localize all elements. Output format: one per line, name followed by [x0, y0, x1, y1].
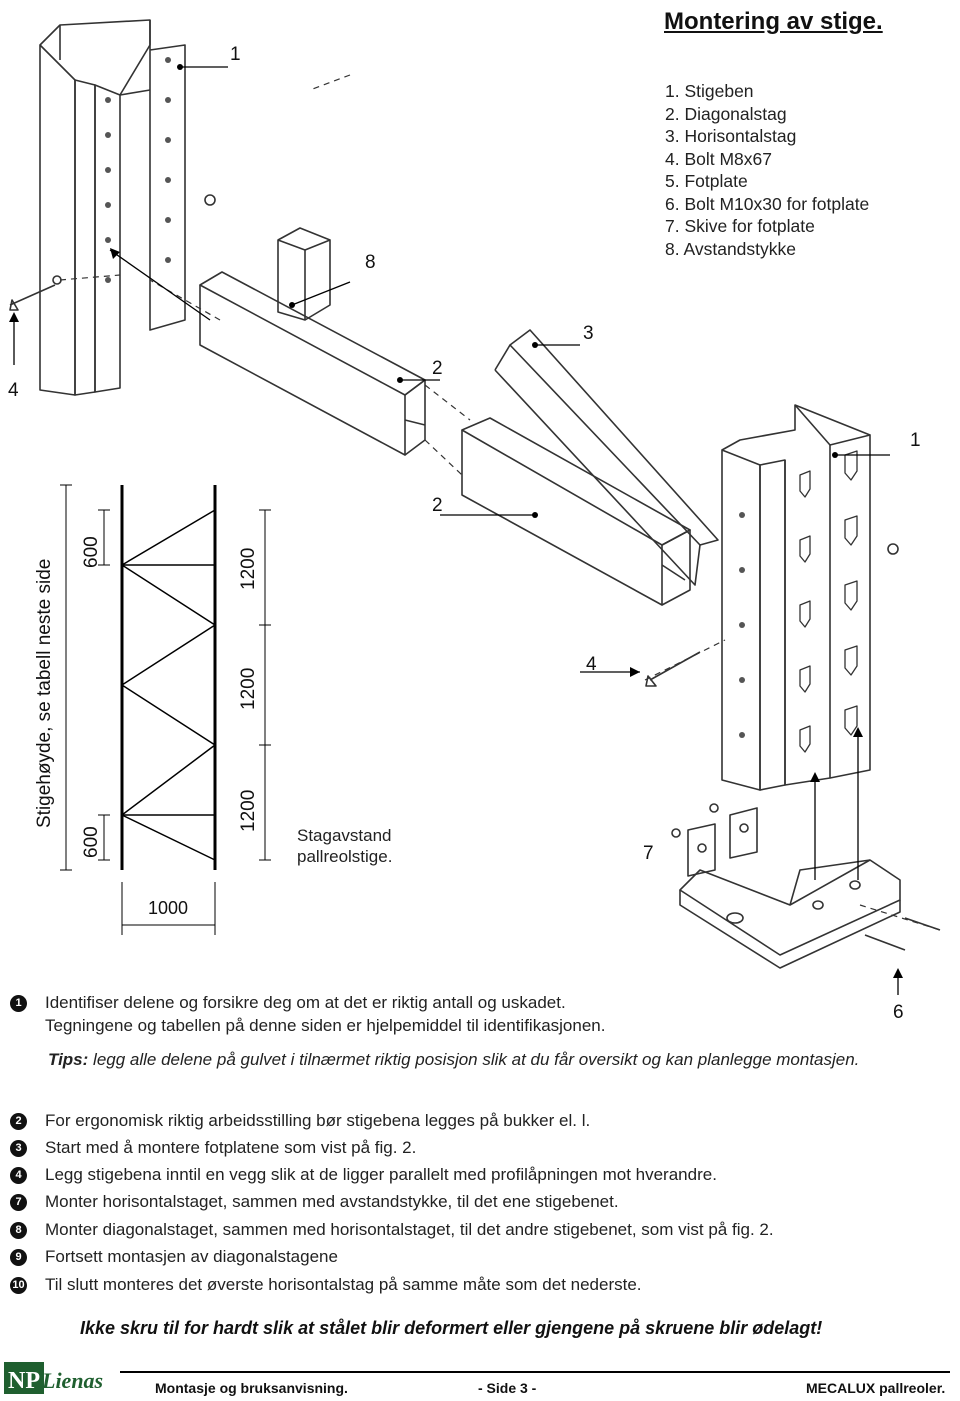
instruction-step: 8 Monter diagonalstaget, sammen med horis…: [10, 1220, 774, 1240]
step-text: Legg stigebena inntil en vegg slik at de…: [45, 1165, 717, 1184]
step-number: 8: [10, 1222, 27, 1240]
parts-list-item: 1. Stigeben: [665, 81, 754, 101]
washer-plates: [687, 807, 758, 877]
parts-list-item: 6. Bolt M10x30 for fotplate: [665, 193, 870, 214]
footer-right: MECALUX pallreoler.: [806, 1380, 946, 1396]
instruction-step: 4 Legg stigebena inntil en vegg slik at d…: [10, 1165, 717, 1185]
step-text: Til slutt monteres det øverste horisonta…: [45, 1275, 642, 1294]
step-number: 1: [10, 995, 27, 1013]
callout-washer: 7: [643, 843, 654, 864]
callout-upright-right: 1: [910, 430, 921, 451]
left-upright: [39, 19, 186, 396]
bolts: [9, 194, 941, 951]
step-text: Identifiser delene og forsikre deg om at…: [45, 993, 566, 1012]
step-text: Tegningene og tabellen på denne siden er…: [45, 1016, 606, 1035]
callout-brace-upper: 2: [432, 358, 443, 379]
parts-list-item: 7. Skive for fotplate: [665, 216, 815, 236]
stag-caption: Stagavstand pallreolstige.: [297, 825, 392, 867]
dimension-1200: 1200: [238, 547, 259, 590]
svg-text:Lienas: Lienas: [41, 1368, 103, 1393]
callout-brace-lower: 2: [432, 495, 443, 516]
instruction-step: 1 Identifiser delene og forsikre deg om a…: [10, 993, 566, 1013]
footer-divider: [120, 1371, 950, 1373]
frame-height-label: Stigehøyde, se tabell neste side: [34, 558, 55, 828]
dimension-600-bottom: 600: [81, 826, 102, 858]
page-title: Montering av stige.: [664, 8, 883, 35]
step-text: Monter horisontalstaget, sammen med avst…: [45, 1192, 619, 1211]
parts-list: 1. Stigeben 2. Diagonalstag 3. Horisonta…: [665, 80, 869, 260]
callout-upright-top: 1: [230, 44, 241, 65]
company-logo: NP Lienas: [4, 1362, 103, 1394]
instruction-step: 7 Monter horisontalstaget, sammen med avs…: [10, 1192, 619, 1212]
instruction-step: Tegningene og tabellen på denne siden er…: [45, 1016, 605, 1036]
footer-left: Montasje og bruksanvisning.: [155, 1380, 348, 1396]
assembly-illustration: [9, 19, 941, 995]
callout-bolt-left: 4: [8, 380, 19, 401]
ladder-frame-drawing: [60, 484, 271, 935]
instruction-step: 2 For ergonomisk riktig arbeidsstilling b…: [10, 1111, 590, 1131]
dimension-1000: 1000: [148, 898, 189, 918]
step-text: Start med å montere fotplatene som vist …: [45, 1138, 417, 1157]
dimension-600-top: 600: [81, 536, 102, 568]
step-text: For ergonomisk riktig arbeidsstilling bø…: [45, 1111, 591, 1130]
horizontal-brace-upper: [199, 271, 426, 456]
horizontal-brace-lower: [461, 417, 691, 606]
diagonal-brace: [494, 329, 719, 586]
warning-text: Ikke skru til for hardt slik at stålet b…: [80, 1318, 823, 1338]
dimension-1200: 1200: [238, 789, 259, 832]
step-number: 9: [10, 1249, 27, 1267]
callout-bolt-right: 4: [586, 654, 597, 675]
callout-diagonal: 3: [583, 323, 594, 344]
foot-plate: [679, 859, 901, 969]
parts-list-item: 3. Horisontalstag: [665, 126, 797, 146]
step-number: 7: [10, 1194, 27, 1212]
stag-caption-line: Stagavstand: [297, 826, 392, 845]
callout-spacer: 8: [365, 252, 376, 273]
step-number: 10: [10, 1277, 27, 1295]
tip-label: Tips:: [48, 1050, 89, 1069]
right-upright: [721, 404, 871, 791]
parts-list-item: 2. Diagonalstag: [665, 103, 787, 124]
step-number: 4: [10, 1167, 27, 1185]
instruction-step: 9 Fortsett montasjen av diagonalstagene: [10, 1247, 338, 1267]
parts-list-item: 8. Avstandstykke: [665, 238, 797, 259]
dimension-1200: 1200: [238, 667, 259, 710]
stag-caption-line: pallreolstige.: [297, 847, 393, 866]
tip-text: Tips: legg alle delene på gulvet i tilnæ…: [48, 1049, 908, 1071]
parts-list-item: 5. Fotplate: [665, 171, 748, 191]
footer-page-number: - Side 3 -: [478, 1380, 537, 1396]
svg-text:NP: NP: [8, 1368, 40, 1394]
spacer-piece: [277, 227, 331, 321]
step-number: 3: [10, 1140, 27, 1158]
callout-footplate-bolt: 6: [893, 1002, 904, 1023]
step-text: Monter diagonalstaget, sammen med horiso…: [45, 1220, 774, 1239]
instruction-step: 3 Start med å montere fotplatene som vist…: [10, 1138, 416, 1158]
tip-body: legg alle delene på gulvet i tilnærmet r…: [88, 1050, 860, 1069]
parts-list-item: 4. Bolt M8x67: [665, 148, 772, 169]
step-number: 2: [10, 1113, 27, 1131]
instruction-step: 10 Til slutt monteres det øverste horison…: [10, 1275, 642, 1295]
step-text: Fortsett montasjen av diagonalstagene: [45, 1247, 338, 1266]
